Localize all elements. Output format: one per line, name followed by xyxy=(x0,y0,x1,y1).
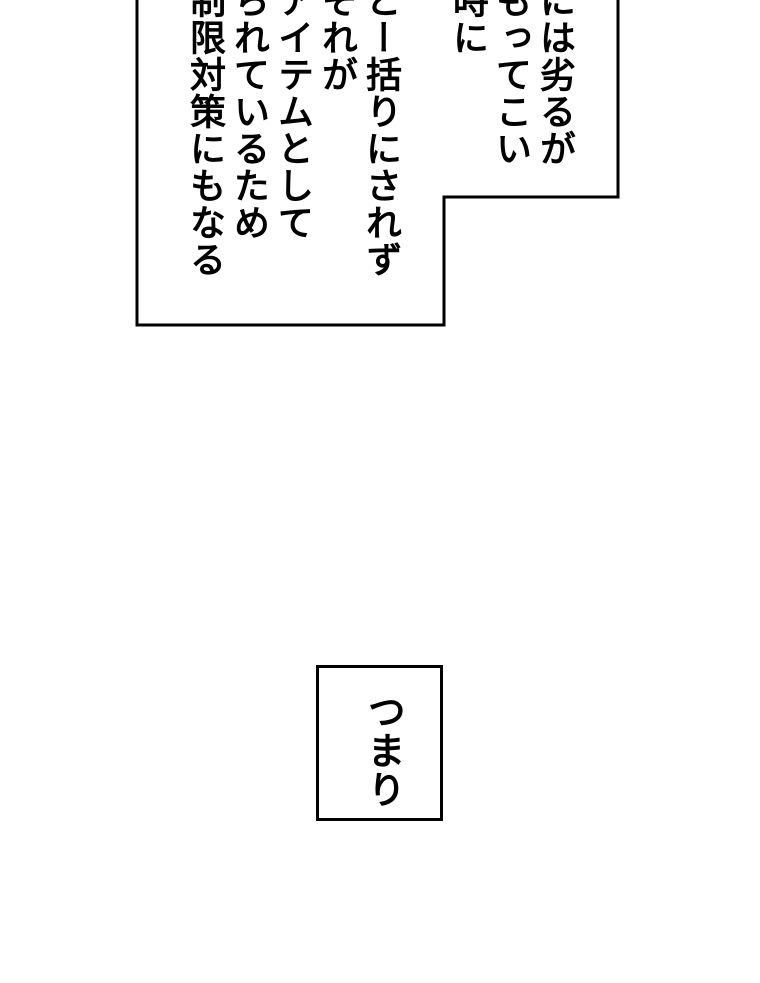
caption-column-7: られているため xyxy=(228,0,269,241)
bottom-caption-box: つまり xyxy=(316,665,443,821)
caption-column-8: 制限対策にもなる xyxy=(184,0,225,278)
bottom-caption-text: つまり xyxy=(361,692,405,809)
caption-column-3: 時に xyxy=(447,0,488,56)
caption-column-6: アイテムとして xyxy=(272,0,313,241)
caption-column-2: もってこい xyxy=(490,0,531,167)
caption-column-5: それが xyxy=(316,0,357,93)
caption-column-4: とー括りにされず xyxy=(360,0,401,278)
caption-column-1: には劣るが xyxy=(534,0,575,167)
